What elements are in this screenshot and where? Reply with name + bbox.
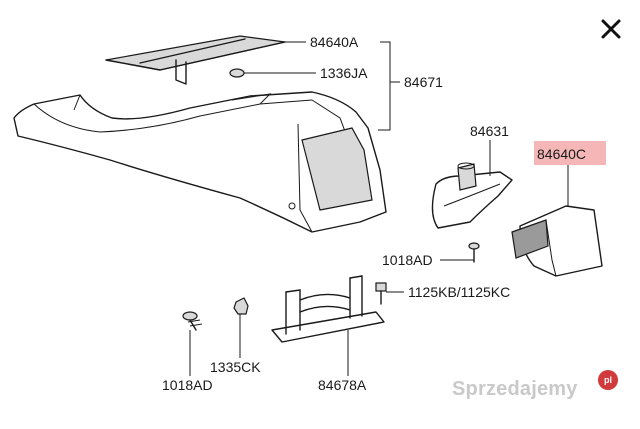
- bolt-part: [375, 282, 387, 305]
- mounting-bracket-part: [271, 275, 385, 343]
- label-1336JA: 1336JA: [320, 65, 368, 81]
- highlight-box: [534, 141, 606, 165]
- screw-right-part: [468, 242, 480, 263]
- watermark-badge: pl: [598, 370, 618, 390]
- watermark-text: Sprzedajemy: [452, 378, 578, 400]
- close-icon: [601, 19, 621, 39]
- console-body-part: [13, 91, 387, 233]
- leader-lines: [189, 41, 569, 376]
- label-84640C: 84640C: [537, 146, 586, 162]
- label-1018AD-right: 1018AD: [382, 252, 433, 268]
- label-1018AD-left: 1018AD: [162, 377, 213, 393]
- cover-plate-part: [105, 35, 286, 85]
- label-84671: 84671: [404, 74, 443, 90]
- label-84631: 84631: [470, 123, 509, 139]
- screw-left-part: [182, 311, 203, 331]
- bracket-part: [431, 162, 513, 229]
- close-button[interactable]: [596, 14, 626, 44]
- nut-part: [233, 297, 249, 315]
- label-84640A: 84640A: [310, 34, 359, 50]
- label-84678A: 84678A: [318, 377, 367, 393]
- label-1125KB-1125KC: 1125KB/1125KC: [408, 284, 510, 300]
- label-1335CK: 1335CK: [210, 359, 261, 375]
- grommet-part: [229, 68, 245, 78]
- ashtray-part: [511, 205, 603, 277]
